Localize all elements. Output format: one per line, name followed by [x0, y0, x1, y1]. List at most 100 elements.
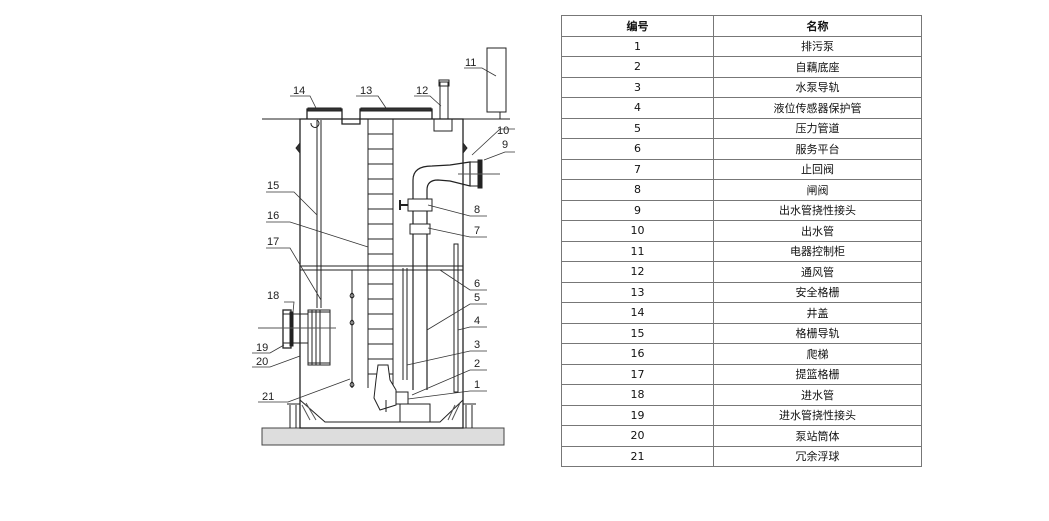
row-number: 2: [561, 56, 714, 78]
row-name: 爬梯: [713, 343, 922, 365]
float-switch: [349, 270, 355, 388]
row-number: 21: [561, 445, 714, 467]
callout-4: 4: [474, 315, 480, 327]
row-number: 19: [561, 404, 714, 426]
grate-guide-rail: [316, 120, 322, 308]
control-cabinet: [486, 47, 507, 113]
callout-11: 11: [465, 57, 476, 69]
row-name: 电器控制柜: [713, 240, 922, 262]
row-number: 14: [561, 302, 714, 324]
inlet-pipe: [283, 313, 308, 344]
callout-20: 20: [256, 356, 268, 368]
row-name: 服务平台: [713, 138, 922, 160]
sewage-pump: [373, 364, 431, 423]
header-name: 名称: [713, 15, 922, 37]
row-name: 出水管挠性接头: [713, 199, 922, 221]
callout-17: 17: [267, 236, 279, 248]
callout-3: 3: [474, 339, 480, 351]
row-number: 15: [561, 322, 714, 344]
row-name: 提篮格栅: [713, 363, 922, 385]
safety-grating: [341, 108, 433, 125]
row-number: 9: [561, 199, 714, 221]
callout-1: 1: [474, 379, 480, 391]
callout-5: 5: [474, 292, 480, 304]
callout-13: 13: [360, 85, 372, 97]
leader-lines: [252, 67, 515, 403]
row-name: 进水管: [713, 384, 922, 406]
row-number: 7: [561, 158, 714, 180]
row-number: 20: [561, 425, 714, 447]
table-header-row: 编号 名称: [561, 15, 922, 37]
row-number: 6: [561, 138, 714, 160]
row-name: 通风管: [713, 261, 922, 283]
callout-12: 12: [416, 85, 428, 97]
row-number: 12: [561, 261, 714, 283]
callout-14: 14: [293, 85, 305, 97]
row-number: 10: [561, 220, 714, 242]
service-platform: [300, 265, 463, 271]
callout-18: 18: [267, 290, 279, 302]
row-name: 闸阀: [713, 179, 922, 201]
concrete-base: [261, 427, 505, 446]
row-name: 压力管道: [713, 117, 922, 139]
row-name: 进水管挠性接头: [713, 404, 922, 426]
ladder: [367, 119, 394, 388]
callout-15: 15: [267, 180, 279, 192]
callout-19: 19: [256, 342, 268, 354]
row-name: 出水管: [713, 220, 922, 242]
row-name: 泵站筒体: [713, 425, 922, 447]
vent-pipe: [439, 81, 449, 120]
pump-guide-rail: [402, 268, 408, 380]
row-number: 3: [561, 76, 714, 98]
callout-9: 9: [502, 139, 508, 151]
row-name: 格栅导轨: [713, 322, 922, 344]
callout-16: 16: [267, 210, 279, 222]
row-number: 11: [561, 240, 714, 262]
check-valve: [409, 223, 431, 235]
row-number: 16: [561, 343, 714, 365]
row-name: 井盖: [713, 302, 922, 324]
row-name: 水泵导轨: [713, 76, 922, 98]
row-name: 自藕底座: [713, 56, 922, 78]
row-name: 止回阀: [713, 158, 922, 180]
callout-7: 7: [474, 225, 480, 237]
row-number: 5: [561, 117, 714, 139]
row-number: 8: [561, 179, 714, 201]
row-number: 1: [561, 35, 714, 57]
callout-8: 8: [474, 204, 480, 216]
row-number: 4: [561, 97, 714, 119]
row-name: 安全格栅: [713, 281, 922, 303]
tank-floor-fillet: [299, 399, 464, 423]
outlet-pipe: [412, 161, 471, 390]
row-name: 液位传感器保护管: [713, 97, 922, 119]
basket-grate: [307, 309, 331, 366]
tank-body: [299, 118, 464, 429]
callout-10: 10: [497, 125, 509, 137]
sensor-pipe: [453, 243, 459, 393]
row-number: 17: [561, 363, 714, 385]
callout-21: 21: [262, 391, 274, 403]
header-number: 编号: [561, 15, 714, 37]
